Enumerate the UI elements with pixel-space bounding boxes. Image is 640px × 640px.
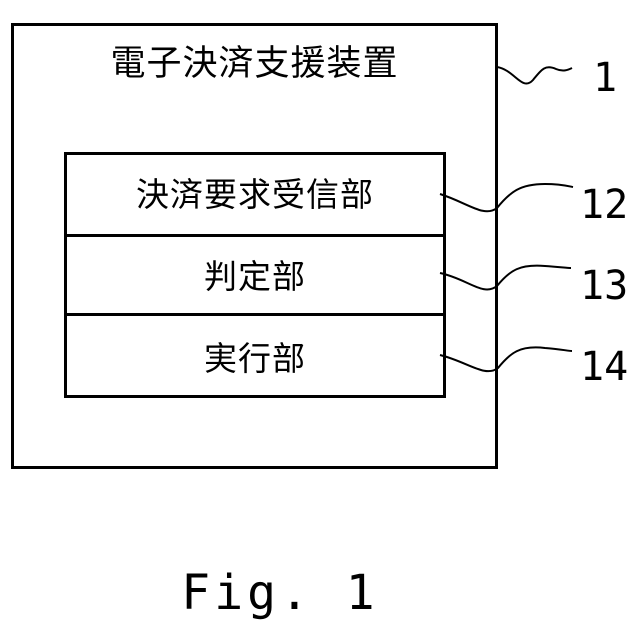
leader-line-device	[497, 67, 572, 84]
ref-number-unit-14: 14	[580, 344, 628, 390]
leader-line-unit-13	[440, 266, 571, 290]
leader-line-unit-12	[440, 184, 573, 211]
leader-line-unit-14	[440, 347, 572, 371]
figure-caption: Fig. 1	[0, 563, 560, 623]
ref-number-unit-12: 12	[580, 182, 628, 228]
ref-number-unit-13: 13	[580, 263, 628, 309]
ref-number-device: 1	[593, 55, 617, 101]
